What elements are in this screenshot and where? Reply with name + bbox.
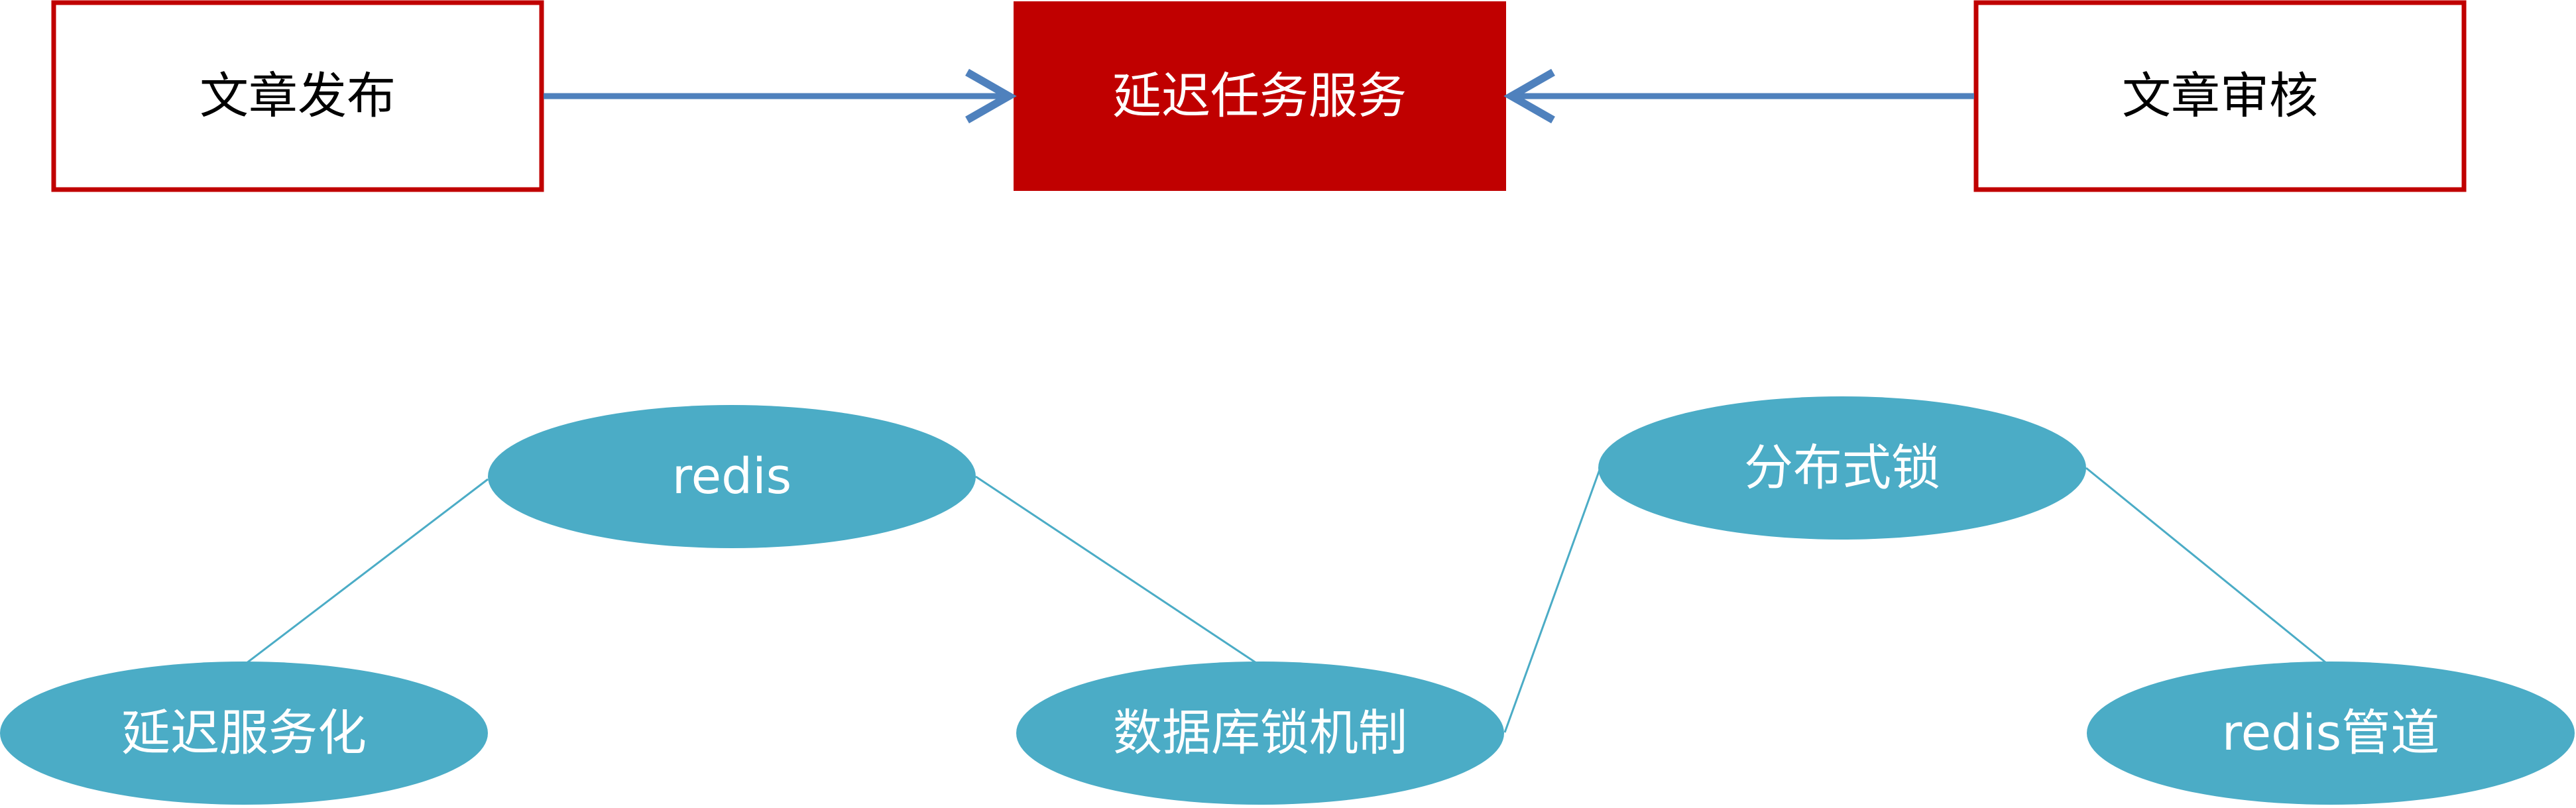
node-redis-label: redis — [672, 448, 791, 505]
connector-redis-delay — [243, 478, 489, 667]
node-distributed-lock[interactable]: 分布式锁 — [1598, 396, 2086, 540]
box-article-publish[interactable]: 文章发布 — [51, 0, 544, 192]
box-delay-task-service[interactable]: 延迟任务服务 — [1014, 1, 1506, 191]
connector-dblock-distlock — [1503, 467, 1602, 733]
connectors — [243, 467, 2330, 733]
node-delay-servicize-label: 延迟服务化 — [121, 705, 367, 762]
node-redis-pipeline-label: redis管道 — [2222, 705, 2439, 762]
box-article-publish-label: 文章发布 — [200, 68, 396, 125]
node-redis-pipeline[interactable]: redis管道 — [2087, 662, 2575, 805]
node-db-lock[interactable]: 数据库锁机制 — [1016, 662, 1504, 805]
node-delay-servicize[interactable]: 延迟服务化 — [0, 662, 488, 805]
connector-distlock-pipeline — [2085, 467, 2330, 667]
node-db-lock-label: 数据库锁机制 — [1113, 705, 1407, 762]
box-article-review-label: 文章审核 — [2122, 68, 2318, 125]
box-delay-task-service-label: 延迟任务服务 — [1112, 68, 1407, 125]
connector-redis-dblock — [975, 475, 1261, 667]
box-article-review[interactable]: 文章审核 — [1973, 0, 2467, 192]
node-redis[interactable]: redis — [488, 405, 976, 548]
node-distributed-lock-label: 分布式锁 — [1744, 439, 1940, 496]
